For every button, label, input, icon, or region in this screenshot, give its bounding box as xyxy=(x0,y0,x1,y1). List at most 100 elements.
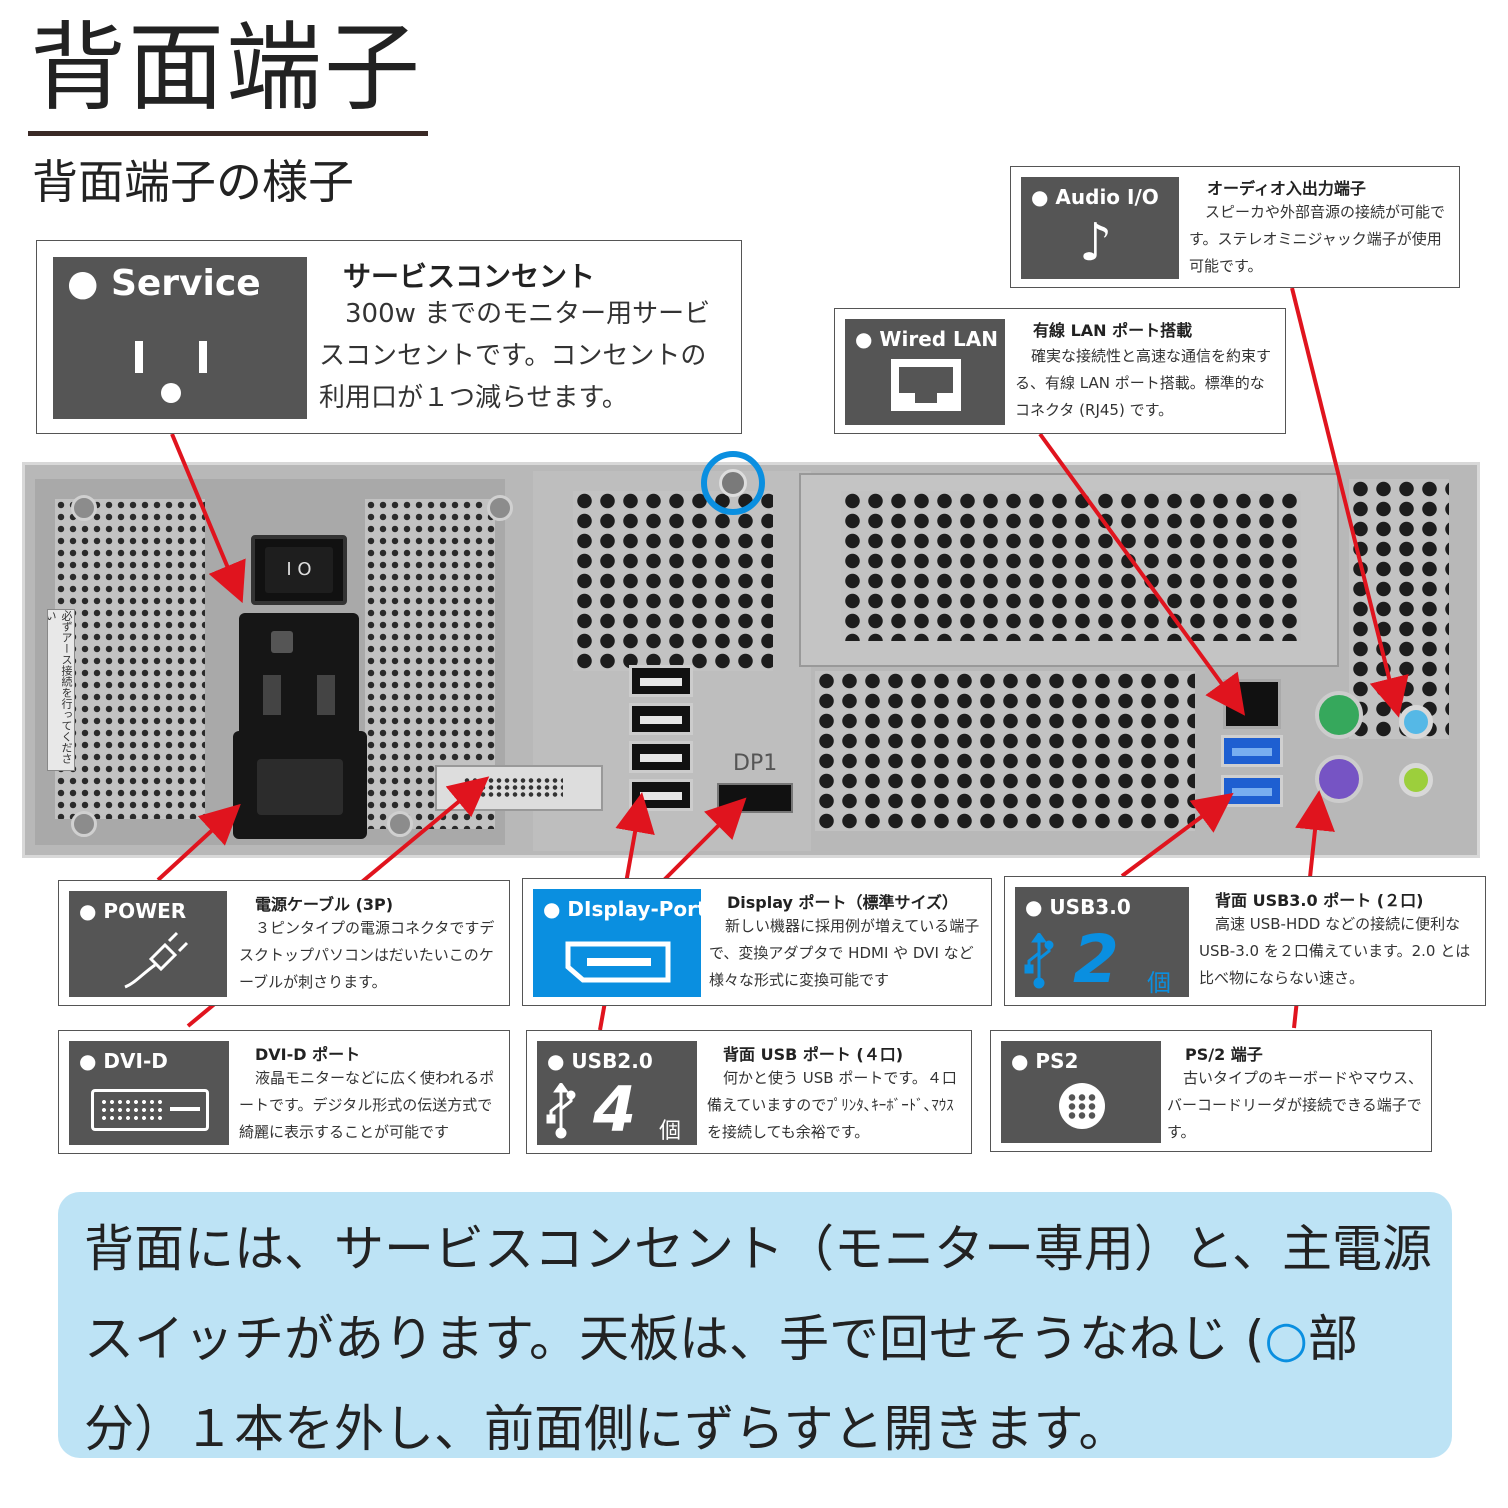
audio-callout: Audio I/O ♪ オーディオ入出力端子 スピーカや外部音源の接続が可能です… xyxy=(1010,166,1460,288)
dvi-connector-icon xyxy=(170,1107,200,1111)
lan-callout: Wired LAN 有線 LAN ポート搭載 確実な接続性と高速な通信を約束する… xyxy=(834,308,1286,434)
usb3-port[interactable] xyxy=(1221,735,1283,767)
io-vent xyxy=(573,491,773,671)
power-body: ３ピンタイプの電源コネクタですデスクトップパソコンはだいたいこのケーブルが刺さり… xyxy=(239,919,495,991)
service-outlet[interactable] xyxy=(239,613,359,743)
dvi-connector-icon xyxy=(91,1089,209,1131)
usb2-unit: 個 xyxy=(659,1119,682,1144)
outlet-pin-left xyxy=(263,675,281,715)
power-switch[interactable]: I O xyxy=(251,535,347,605)
usb2-count: 4 xyxy=(593,1073,637,1146)
ethernet-port-icon xyxy=(899,367,953,393)
dvi-callout: DVI-D DVI-D ポート 液晶モニターなどに広く使われるポートです。デジタ… xyxy=(58,1030,510,1154)
lan-badge-label: Wired LAN xyxy=(855,327,998,351)
ps2-callout: PS2 PS/2 端子 古いタイプのキーボードやマウス、バーコードリーダが接続で… xyxy=(990,1030,1432,1152)
audio-line-out-jack[interactable] xyxy=(1399,763,1433,797)
arrow-usb3 xyxy=(1120,792,1234,878)
arrow-lan xyxy=(1038,432,1246,716)
ps2-port-icon xyxy=(1067,1093,1097,1119)
screw xyxy=(71,811,97,837)
usb2-port[interactable] xyxy=(629,703,693,735)
ethernet-port-icon xyxy=(891,359,961,411)
usb3-callout: USB3.0 2 個 背面 USB3.0 ポート (２口) 高速 USB-HDD… xyxy=(1004,876,1486,1006)
note-text-after: 部分）１本を外し、前面側にずらすと開きます。 xyxy=(84,1310,1359,1458)
usb3-badge: USB3.0 2 個 xyxy=(1015,887,1189,997)
displayport-body: 新しい機器に採用例が増えている端子で、変換アダプタで HDMI や DVI など… xyxy=(709,917,980,989)
psu-vent-left xyxy=(55,499,205,819)
dvi-badge-label: DVI-D xyxy=(79,1049,167,1073)
service-badge: Service xyxy=(53,257,307,419)
usb2-port[interactable] xyxy=(629,665,693,697)
usb2-badge-label: USB2.0 xyxy=(547,1049,652,1073)
expansion-slot xyxy=(799,473,1339,667)
arrow-displayport xyxy=(660,797,747,884)
power-inlet-socket xyxy=(257,759,343,815)
service-badge-label: Service xyxy=(67,263,261,304)
lan-heading: 有線 LAN ポート搭載 xyxy=(1033,321,1193,340)
page-title: 背面端子 xyxy=(30,12,422,124)
switch-label: I O xyxy=(265,547,333,593)
displayport-icon xyxy=(565,941,671,983)
usb3-body: 高速 USB-HDD などの接続に便利な USB-3.0 を２口備えています。2… xyxy=(1199,915,1471,987)
displayport-callout: DIsplay-Port Display ポート（標準サイズ） 新しい機器に採用… xyxy=(522,878,992,1006)
usb2-badge: USB2.0 4 個 xyxy=(537,1041,697,1145)
power-badge-label: POWER xyxy=(79,899,186,923)
power-badge: POWER xyxy=(69,891,227,997)
outlet-pin-right xyxy=(317,675,335,715)
ps2-badge-label: PS2 xyxy=(1011,1049,1078,1073)
displayport-heading: Display ポート（標準サイズ） xyxy=(727,893,959,912)
dp-label: DP1 xyxy=(733,751,778,776)
music-note-icon: ♪ xyxy=(1079,213,1113,273)
dvi-badge: DVI-D xyxy=(69,1041,229,1145)
psu-plate: 必ずアース接続を行ってください I O xyxy=(35,479,513,845)
page-subtitle: 背面端子の様子 xyxy=(32,155,354,209)
ps2-mouse-port[interactable] xyxy=(1315,691,1363,739)
usb2-port[interactable] xyxy=(629,741,693,773)
ps2-body: 古いタイプのキーボードやマウス、バーコードリーダが接続できる端子です。 xyxy=(1167,1069,1424,1141)
arrow-service xyxy=(170,433,246,604)
usb2-heading: 背面 USB ポート (４口) xyxy=(723,1045,904,1064)
service-callout: Service サービスコンセント 300w までのモニター用サービスコンセント… xyxy=(36,240,742,434)
lower-vent xyxy=(815,671,1195,831)
usb2-callout: USB2.0 4 個 背面 USB ポート (４口) 何かと使う USB ポート… xyxy=(526,1030,972,1154)
screw xyxy=(487,495,513,521)
power-callout: POWER 電源ケーブル (3P) ３ピンタイプの電源コネクタですデスクトップパ… xyxy=(58,880,510,1006)
dvi-body: 液晶モニターなどに広く使われるポートです。デジタル形式の伝送方式で綺麗に表示する… xyxy=(239,1069,495,1141)
power-inlet[interactable] xyxy=(233,731,367,839)
usb3-heading: 背面 USB3.0 ポート (２口) xyxy=(1215,891,1424,910)
service-body: 300w までのモニター用サービスコンセントです。コンセントの利用口が１つ減らせ… xyxy=(319,299,711,413)
thumb-screw xyxy=(719,469,747,497)
usb-icon xyxy=(1024,933,1054,989)
power-heading: 電源ケーブル (3P) xyxy=(255,895,394,914)
thumb-screw-highlight[interactable] xyxy=(701,451,765,515)
audio-badge: Audio I/O ♪ xyxy=(1021,177,1179,279)
displayport-badge-label: DIsplay-Port xyxy=(543,897,706,921)
screw xyxy=(387,811,413,837)
ps2-badge: PS2 xyxy=(1001,1041,1161,1143)
arrow-audio xyxy=(1290,287,1409,718)
usb3-count: 2 xyxy=(1073,921,1119,998)
usb-icon xyxy=(546,1083,576,1139)
screw xyxy=(71,495,97,521)
outlet-icon xyxy=(135,341,143,373)
title-underline xyxy=(28,131,428,136)
outlet-icon xyxy=(161,383,181,403)
screw-circle-marker: ○ xyxy=(1264,1310,1309,1368)
power-plug-icon xyxy=(124,931,189,989)
outlet-icon xyxy=(199,341,207,373)
usb3-badge-label: USB3.0 xyxy=(1025,895,1130,919)
audio-body: スピーカや外部音源の接続が可能です。ステレオミニジャック端子が使用可能です。 xyxy=(1189,203,1446,275)
lan-body: 確実な接続性と高速な通信を約束する、有線 LAN ポート搭載。標準的なコネクタ … xyxy=(1015,347,1272,419)
warning-sticker: 必ずアース接続を行ってください xyxy=(47,609,75,771)
lan-badge: Wired LAN xyxy=(845,319,1005,425)
note-text-before: 背面には、サービスコンセント（モニター専用）と、主電源スイッチがあります。天板は… xyxy=(84,1220,1432,1368)
usb3-unit: 個 xyxy=(1147,969,1171,997)
slot-vent xyxy=(841,491,1301,641)
arrow-power xyxy=(156,803,241,882)
dvi-heading: DVI-D ポート xyxy=(255,1045,361,1064)
outlet-ground-hole xyxy=(271,631,293,653)
ethernet-port-icon xyxy=(915,393,937,403)
info-note: 背面には、サービスコンセント（モニター専用）と、主電源スイッチがあります。天板は… xyxy=(58,1192,1452,1458)
psu-vent-right xyxy=(365,499,495,829)
service-heading: サービスコンセント xyxy=(343,260,596,293)
